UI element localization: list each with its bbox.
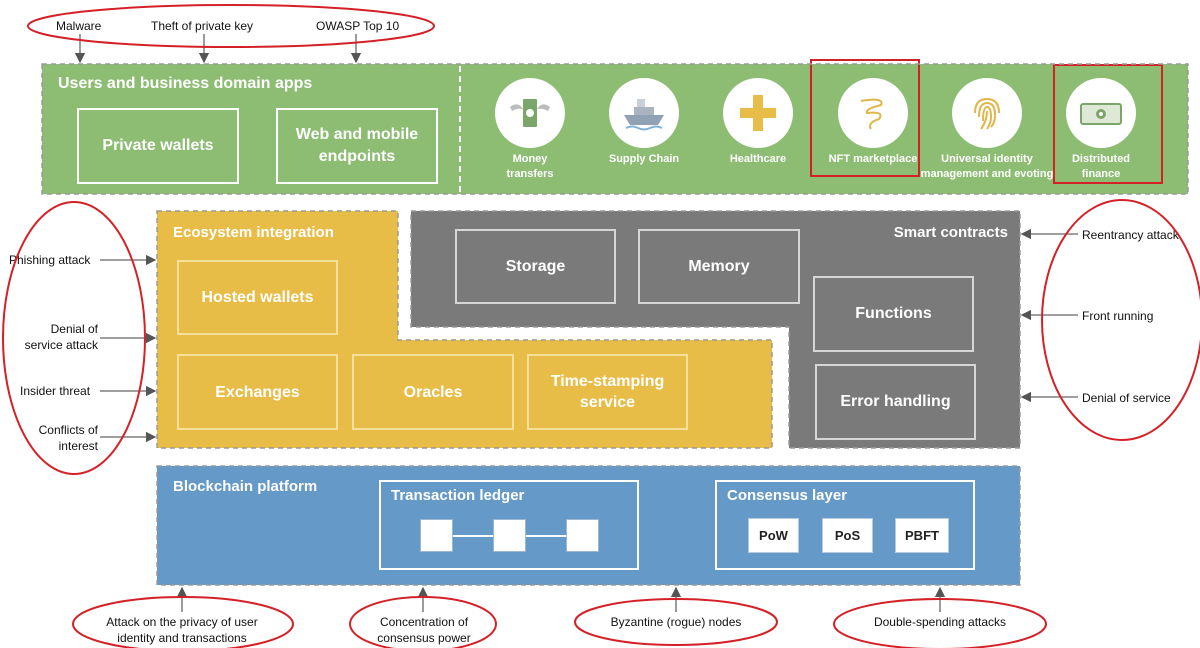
hosted-wallets-box: Hosted wallets [177,260,338,335]
app-label-healthcare: Healthcare [729,153,787,165]
threat-insider: Insider threat [20,384,91,398]
functions-box: Functions [813,276,974,352]
oracles-box: Oracles [352,354,514,430]
threat-conflicts-of-interest: Conflicts of interest [38,423,98,453]
users-layer-title: Users and business domain apps [58,75,313,92]
plus-cross-icon [723,78,793,148]
pos-box: PoS [822,518,873,553]
cargo-ship-icon [609,78,679,148]
error-handling-box: Error handling [815,364,976,440]
ledger-link [453,535,493,537]
threat-double-spending: Double-spending attacks [873,615,1007,629]
web-mobile-endpoints-box: Web and mobile endpoints [276,108,438,184]
pbft-box: PBFT [895,518,949,553]
threat-denial-of-service-attack: Denial of service attack [24,322,98,352]
layer-divider [459,66,461,192]
threat-privacy-attack: Attack on the privacy of user identity a… [106,615,258,645]
exchanges-box: Exchanges [177,354,338,430]
transaction-ledger-title: Transaction ledger [391,487,525,504]
highlight-distributed-finance [1053,64,1163,184]
fingerprint-icon [952,78,1022,148]
threat-consensus-concentration: Concentration of consensus power [377,615,471,645]
threat-denial-of-service: Denial of service [1082,391,1171,405]
consensus-layer-title: Consensus layer [727,487,848,504]
storage-box: Storage [455,229,616,304]
ecosystem-title: Ecosystem integration [173,224,334,241]
time-stamping-service-box: Time-stamping service [527,354,688,430]
smart-contracts-title: Smart contracts [893,224,1008,241]
app-label-money-transfers: Money transfers [506,153,554,180]
threat-malware: Malware [56,19,102,33]
threat-front-running: Front running [1082,309,1154,323]
ledger-block [493,519,526,552]
app-label-universal-identity: Universal identity management and evotin… [920,153,1054,180]
memory-box: Memory [638,229,800,304]
money-wings-icon [495,78,565,148]
ledger-block [420,519,453,552]
threat-owasp-top-10: OWASP Top 10 [316,19,400,33]
private-wallets-box: Private wallets [77,108,239,184]
highlight-nft-marketplace [810,59,920,177]
ledger-link [526,535,566,537]
pow-box: PoW [748,518,799,553]
blockchain-title: Blockchain platform [173,478,318,495]
threat-byzantine-nodes: Byzantine (rogue) nodes [610,615,742,629]
threat-theft-private-key: Theft of private key [151,19,254,33]
threat-phishing: Phishing attack [9,253,91,267]
app-label-supply-chain: Supply Chain [608,153,680,165]
threat-reentrancy: Reentrancy attack [1082,228,1179,242]
ledger-block [566,519,599,552]
